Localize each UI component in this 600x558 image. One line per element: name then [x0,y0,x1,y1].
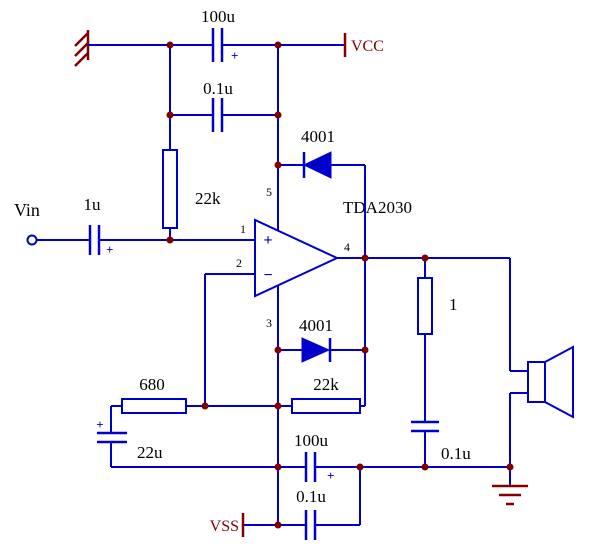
vss-label: VSS [210,518,239,535]
junction-dots [166,41,514,529]
cap-0.1u-bottom-label: 0.1u [296,487,326,506]
junction-dot [274,463,282,471]
cap-22u-polarity: + [96,417,103,432]
opamp-plus-input-mark: + [263,232,272,249]
vcc-label: VCC [351,38,384,55]
speaker-body [527,361,546,403]
junction-dot [506,463,514,471]
opamp-tda2030: + − TDA2030 1 2 5 3 4 [236,185,412,330]
resistor-680: 680 [111,375,292,414]
cap-100u-bottom-polarity: + [327,468,334,483]
vcc-terminal: VCC [343,33,384,57]
cap-100u-top: 100u + [201,7,238,63]
resistor-22k-bias-label: 22k [195,189,221,208]
input-section: Vin 1u + [14,195,255,257]
resistor-body [291,398,361,414]
junction-dot [274,111,282,119]
diode-4001-bottom: 4001 [278,258,366,406]
ground-hatch [74,52,89,67]
speaker-cone [544,345,574,419]
junction-dot [274,161,282,169]
diode-body [301,337,331,363]
diode-bottom-label: 4001 [299,316,333,335]
junction-dot [361,254,369,262]
cap-100u-top-label: 100u [201,7,236,26]
pin2-label: 2 [236,256,242,270]
junction-dot [274,521,282,529]
ground-symbol-bottom [492,484,528,506]
cap-22u: + 22u [96,406,278,468]
diode-4001-top: 4001 [278,127,366,258]
input-terminal [26,234,38,246]
junction-dot [166,111,174,119]
cap-0.1u-top-label: 0.1u [203,79,233,98]
vss-terminal: VSS [210,513,245,537]
resistor-1-body [417,277,433,335]
resistor-body [162,149,178,229]
resistor-22k-feedback-label: 22k [313,375,339,394]
cap-0.1u-zobel-label: 0.1u [441,444,471,463]
diode-top-label: 4001 [301,127,335,146]
ground-symbol-top [74,30,90,67]
resistor-680-label: 680 [139,375,165,394]
junction-dot [361,346,369,354]
junction-dot [356,463,364,471]
opamp-minus-input-mark: − [263,267,272,284]
junction-dot [201,402,209,410]
ic-name-label: TDA2030 [343,198,412,217]
net-inverting-input [204,273,255,406]
cap-1u-label: 1u [84,195,102,214]
junction-dot [421,254,429,262]
junction-dot [166,236,174,244]
junction-dot [274,402,282,410]
opamp-triangle [254,218,340,298]
zobel-network: 1 0.1u [411,258,471,467]
pin3-label: 3 [266,316,272,330]
junction-dot [166,41,174,49]
resistor-1-label: 1 [449,295,458,314]
net-top-rail [88,44,345,231]
ground-hatch [74,32,89,47]
pin5-label: 5 [266,185,272,199]
ground-hatch [74,42,89,57]
cap-100u-bottom-label: 100u [294,431,329,450]
cap-1u-polarity: + [106,242,113,257]
resistor-body [121,398,187,414]
speaker [509,258,574,486]
cap-100u-top-polarity: + [231,48,238,63]
junction-dot [274,41,282,49]
resistor-22k-bias: 22k [162,149,221,240]
pin1-label: 1 [240,222,246,236]
cap-100u-bottom: 100u + [278,431,510,483]
junction-dot [421,463,429,471]
vin-label: Vin [14,200,40,220]
diode-body [302,151,332,179]
resistor-22k-feedback: 22k [291,375,365,414]
cap-0.1u-top: 0.1u [203,79,233,132]
cap-22u-label: 22u [137,443,163,462]
cap-0.1u-bottom: 0.1u [243,467,361,540]
pin4-label: 4 [344,240,350,254]
junction-dot [274,346,282,354]
